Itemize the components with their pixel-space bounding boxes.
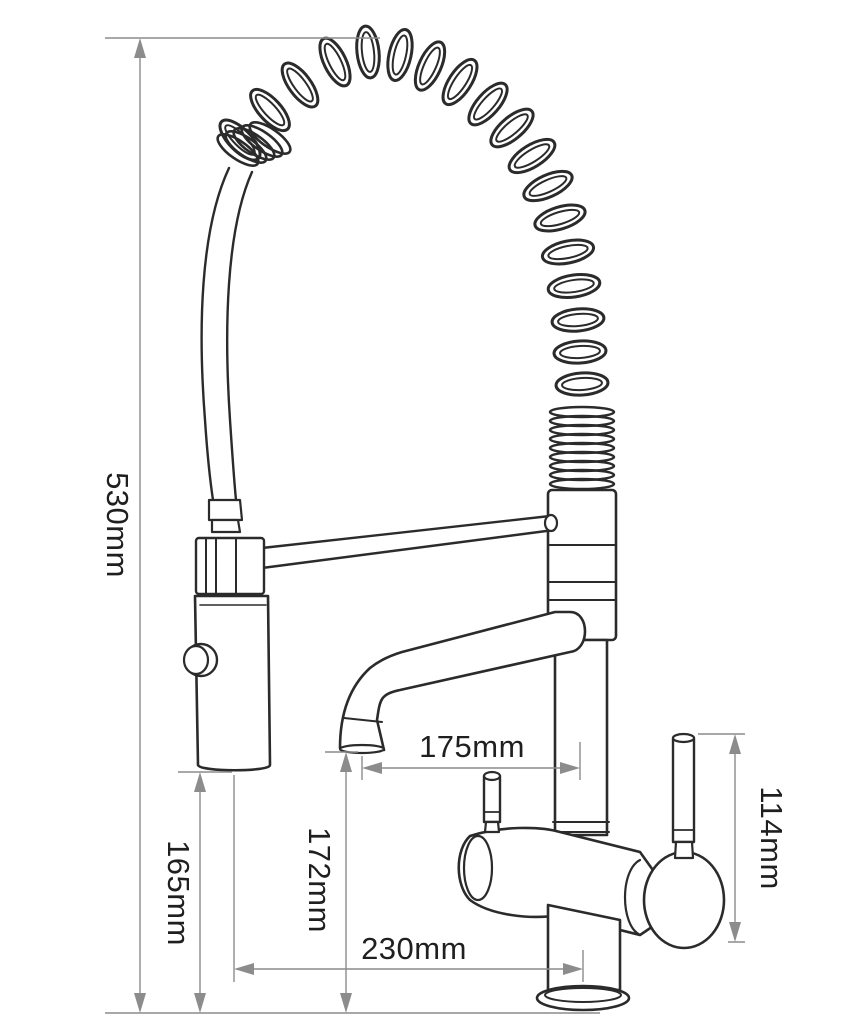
spring-coil-inner <box>323 42 347 82</box>
dim-spout-height <box>325 751 358 1013</box>
spring-coil-inner <box>446 63 474 101</box>
spring-start-coil <box>216 133 260 167</box>
coil-collar <box>548 405 616 491</box>
spring-coil-inner <box>254 93 286 127</box>
right-lever <box>671 732 696 860</box>
spring-coil-inner <box>561 376 603 392</box>
spout <box>338 610 587 755</box>
spring-coil <box>522 169 574 203</box>
spring-coil-inner <box>391 34 409 76</box>
label-spray-reach: 230mm <box>361 931 467 966</box>
spring-coil-inner <box>559 344 601 360</box>
spring-start-coil <box>248 121 292 155</box>
spring-coil <box>550 307 606 333</box>
spring-coil-inner <box>473 87 503 121</box>
spring-coil-inner <box>360 31 376 73</box>
spring-coil <box>489 107 535 149</box>
spring-coil-inner <box>513 143 551 169</box>
left-lever <box>482 770 502 834</box>
spray-head-holder <box>194 536 266 596</box>
spring-coil-inner <box>419 46 441 86</box>
dim-spout-reach <box>361 742 581 780</box>
spring-coil <box>540 238 596 266</box>
spring-start-coil <box>240 124 284 158</box>
dimension-lines <box>105 37 745 1014</box>
lower-column <box>552 638 610 837</box>
spray-head <box>182 594 272 772</box>
spring-coil <box>318 36 352 88</box>
spring-coil <box>533 203 587 233</box>
spring-coil-inner <box>528 175 568 197</box>
faucet-illustration <box>182 24 726 1012</box>
spring-start-coil <box>232 127 276 161</box>
spring-coil-inner <box>547 243 589 261</box>
spray-holder-rod <box>260 513 559 570</box>
spring-coil-inner <box>495 113 529 143</box>
spring-coil <box>413 40 447 92</box>
spring-coil-inner <box>286 67 314 103</box>
label-spray-head-height: 165mm <box>161 840 196 946</box>
spring-coil-inner <box>539 208 581 228</box>
dimension-labels: 530mm 165mm 172mm 175mm 230mm 114mm <box>100 472 789 966</box>
dim-spray-reach <box>233 775 584 982</box>
spring-coil <box>441 57 479 107</box>
spring-coil <box>386 28 414 82</box>
label-handle-height: 114mm <box>754 786 789 890</box>
dim-total-height <box>105 37 600 1014</box>
flexible-hose <box>200 166 254 534</box>
label-spout-height: 172mm <box>302 827 337 933</box>
spring-coils <box>216 24 610 397</box>
spring-coil-inner <box>553 278 595 294</box>
spring-start-coil <box>224 130 268 164</box>
spring-coil <box>249 87 291 133</box>
spring-coil <box>355 24 381 80</box>
spring-coil <box>552 339 608 365</box>
label-spout-reach: 175mm <box>419 729 525 764</box>
dim-handle-height <box>698 733 745 943</box>
spring-coil <box>546 272 602 300</box>
label-total-height: 530mm <box>100 472 135 578</box>
spring-coil <box>507 137 557 175</box>
spring-coil <box>554 371 610 397</box>
spring-coil-inner <box>557 312 599 328</box>
spring-coil <box>280 61 320 109</box>
dim-spray-head-height <box>178 771 232 1013</box>
spring-coil <box>467 81 509 127</box>
